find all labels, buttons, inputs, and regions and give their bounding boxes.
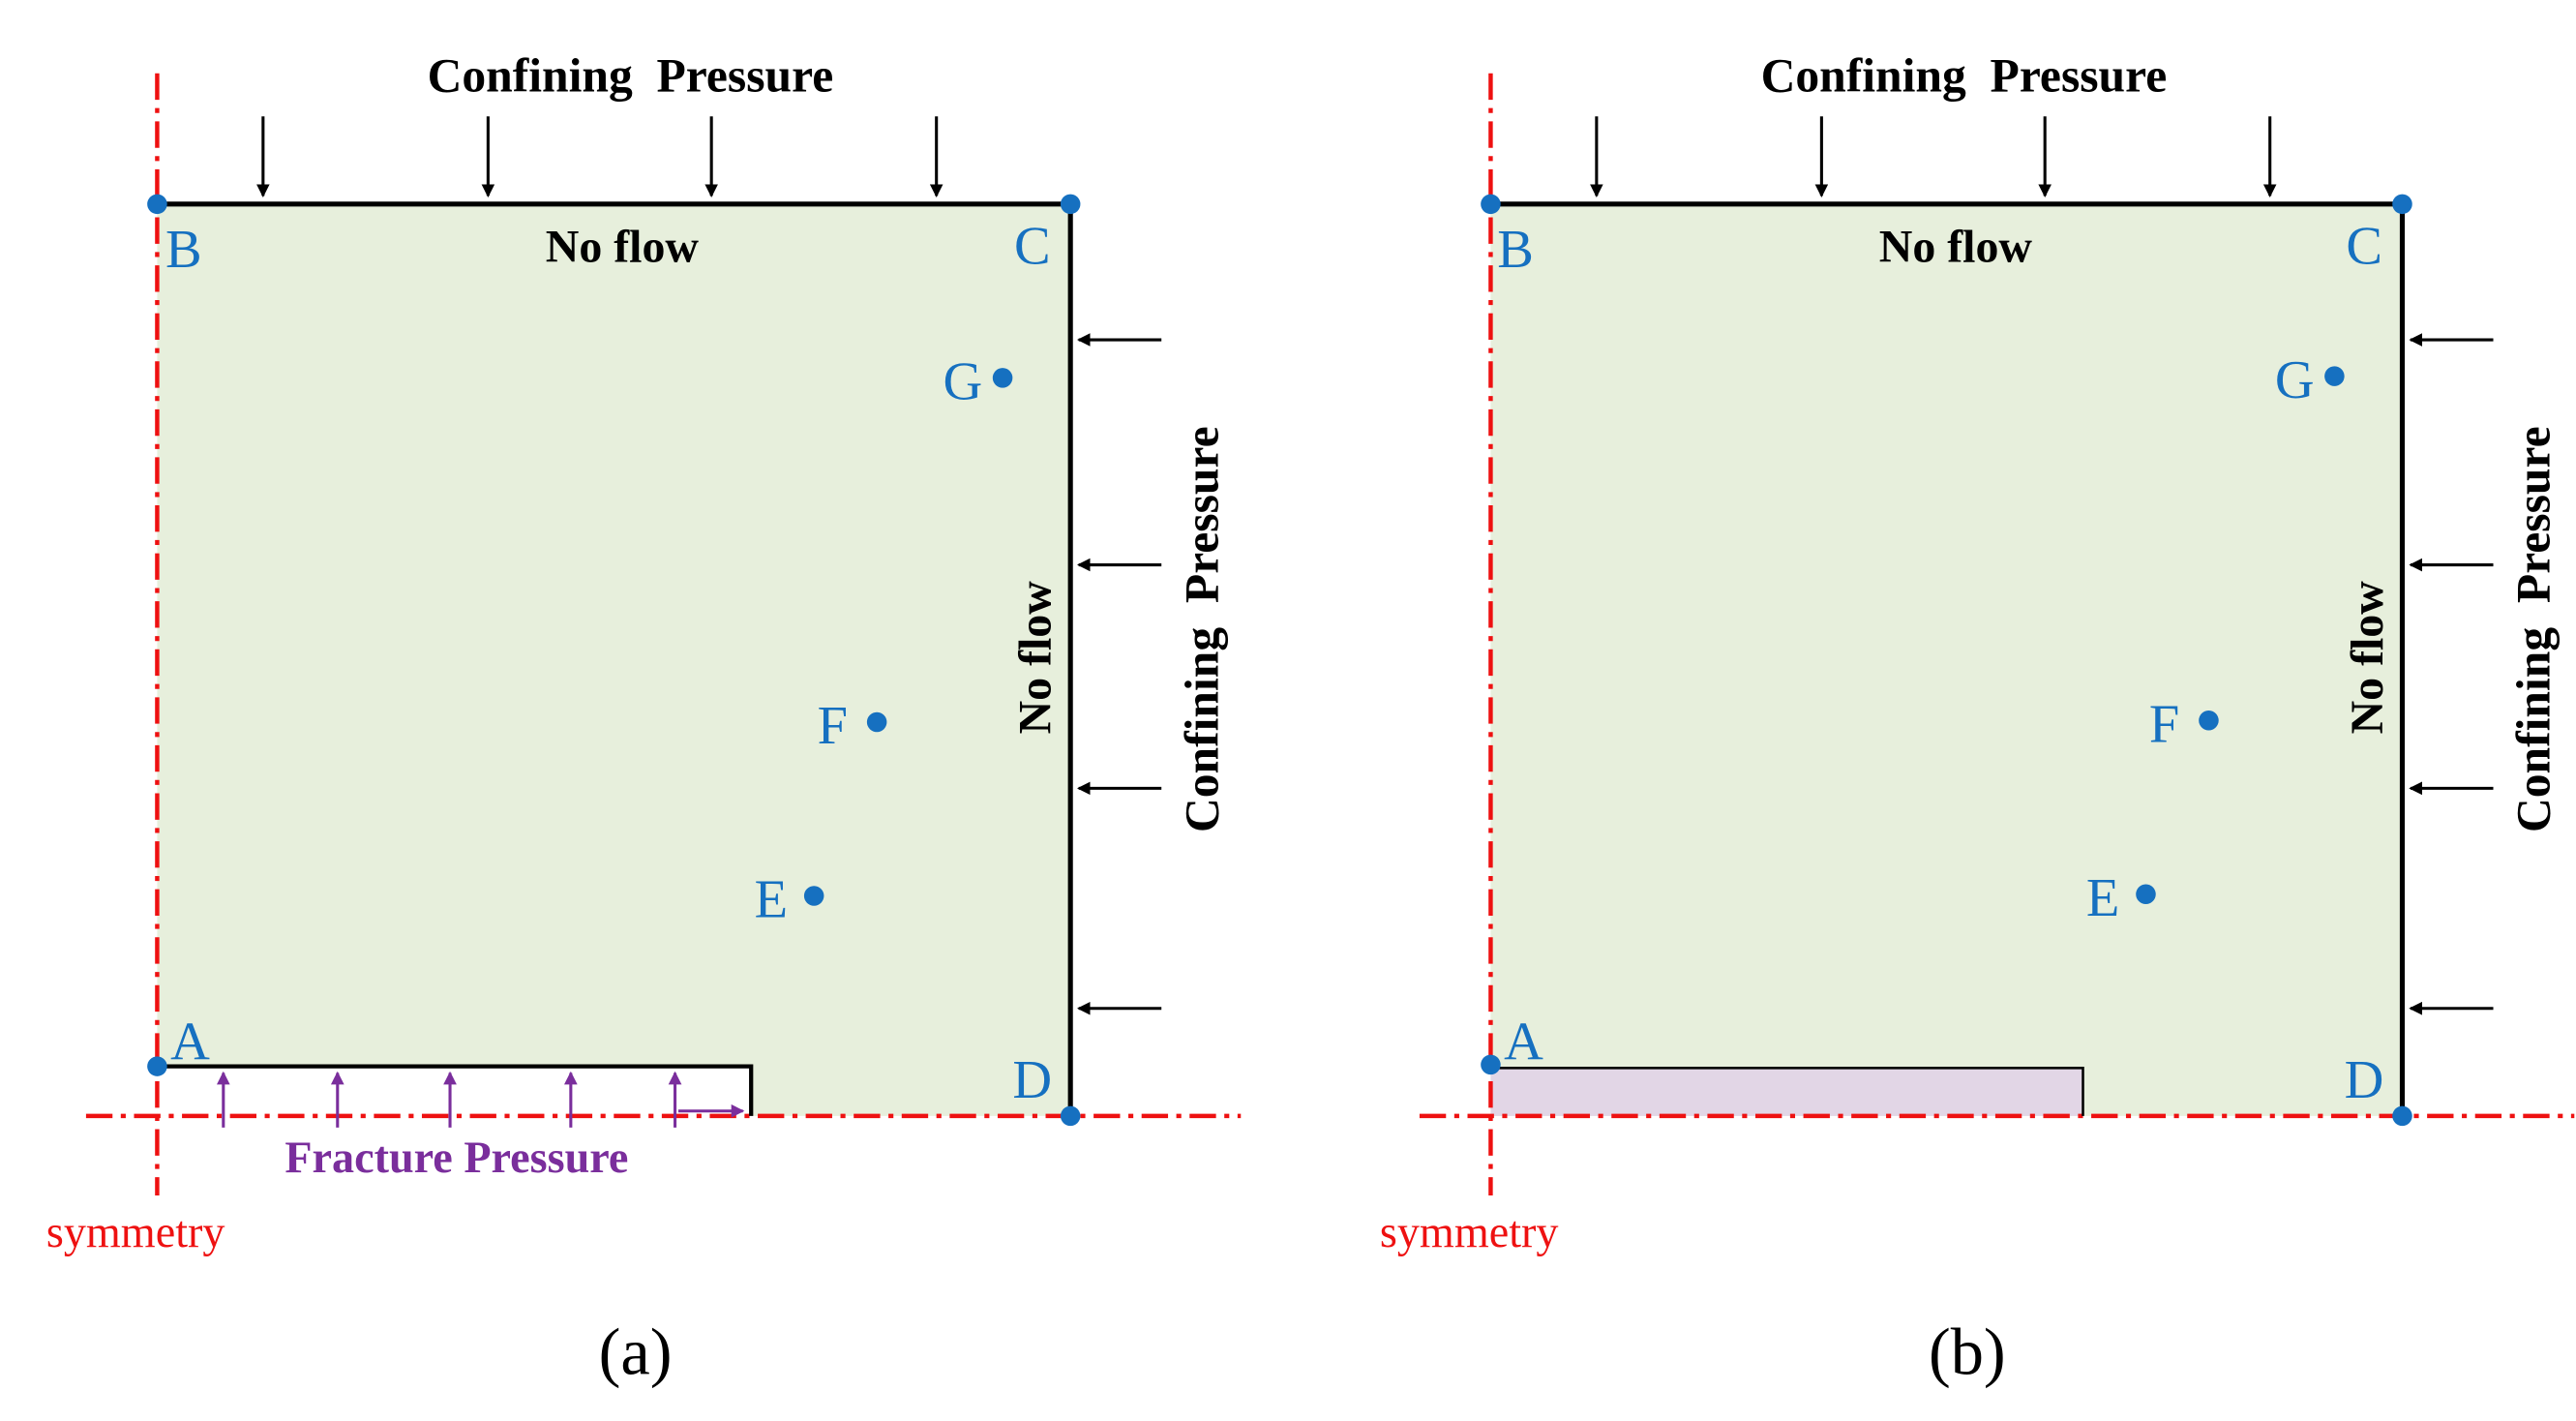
panel-a: Confining Pressure No flow Confining Pre… (46, 49, 1242, 1389)
corner-point-c (2392, 194, 2412, 215)
right-flow-label: No flow (1010, 581, 1062, 735)
symmetry-label: symmetry (1380, 1207, 1559, 1256)
monitoring-point-e (803, 886, 824, 906)
right-load-label: Confining Pressure (2507, 426, 2561, 832)
corner-label-b: B (1497, 220, 1534, 280)
monitoring-point-e (2136, 884, 2156, 905)
right-load-label: Confining Pressure (1175, 426, 1228, 832)
top-load-label: Confining Pressure (428, 49, 834, 103)
fracture-wall (157, 1064, 754, 1116)
corner-label-a: A (1504, 1013, 1543, 1073)
rock-domain (157, 203, 1071, 1116)
panel-caption: (a) (599, 1315, 673, 1389)
right-flow-label: No flow (2342, 581, 2393, 735)
monitoring-point-g (2324, 366, 2345, 386)
top-flow-label: No flow (546, 222, 700, 273)
corner-label-d: D (2345, 1050, 2384, 1110)
top-load-label: Confining Pressure (1761, 49, 2168, 103)
corner-point-c (1060, 194, 1081, 215)
monitoring-point-g (992, 368, 1013, 388)
corner-point-b (1481, 194, 1501, 215)
corner-point-d (1060, 1105, 1081, 1127)
point-label-e: E (2086, 868, 2119, 928)
point-label-g: G (944, 352, 983, 412)
rock-domain (1490, 203, 2403, 1116)
corner-point-b (147, 194, 167, 215)
point-label-g: G (2275, 350, 2315, 410)
corner-point-a (1481, 1054, 1501, 1075)
corner-point-d (2392, 1105, 2412, 1127)
corner-point-a (147, 1056, 167, 1076)
fracture-opening (157, 1066, 752, 1116)
top-flow-label: No flow (1879, 222, 2033, 273)
fracture-pressure-label: Fracture Pressure (285, 1133, 628, 1182)
point-label-f: F (2149, 694, 2179, 754)
corner-label-c: C (2346, 216, 2382, 276)
panel-b: Confining Pressure No flow Confining Pre… (1380, 49, 2575, 1389)
corner-label-c: C (1014, 216, 1051, 276)
monitoring-point-f (2199, 710, 2219, 731)
point-label-f: F (818, 696, 848, 756)
corner-label-d: D (1012, 1050, 1052, 1110)
fracture-filled (1490, 1068, 2083, 1116)
fracture-wall (1490, 1067, 2084, 1116)
corner-label-b: B (165, 220, 202, 280)
symmetry-label: symmetry (46, 1207, 225, 1256)
panel-caption: (b) (1929, 1315, 2006, 1389)
corner-label-a: A (170, 1013, 210, 1073)
monitoring-point-f (866, 711, 887, 733)
point-label-e: E (755, 870, 788, 930)
